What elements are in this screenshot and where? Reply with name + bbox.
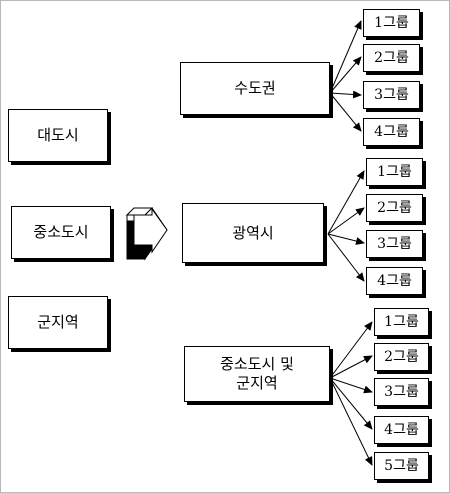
group-box-sudogwon-2: 2그룹	[363, 44, 420, 72]
mid-box-gwangyeoksi: 광역시	[182, 203, 324, 263]
group-label: 3그룹	[377, 236, 412, 252]
group-label: 2그룹	[377, 200, 412, 216]
sudogwon-arrows	[329, 20, 362, 132]
arrow-sudogwon-1	[329, 20, 362, 94]
group-label: 3그룹	[384, 384, 419, 400]
arrow-sudogwon-2	[329, 56, 362, 94]
arrow-sudogwon-4	[329, 92, 362, 132]
group-box-sudogwon-4: 4그룹	[363, 118, 420, 146]
group-label: 3그룹	[374, 87, 409, 103]
group-box-sudogwon-1: 1그룹	[363, 9, 420, 37]
block-arrow-icon	[125, 207, 168, 261]
group-label: 1그룹	[377, 164, 412, 180]
left-box-daedosi: 대도시	[8, 109, 108, 162]
arrow-jungso-4	[329, 377, 373, 430]
arrow-gwangyeoksi-3	[327, 233, 365, 245]
group-box-jungso-3: 3그룹	[374, 378, 429, 406]
group-box-gwangyeoksi-4: 4그룹	[366, 267, 423, 295]
group-label: 1그룹	[374, 15, 409, 31]
mid-box-jungso-gun: 중소도시 및 군지역	[184, 346, 330, 402]
mid-label-gwangyeoksi: 광역시	[232, 223, 274, 242]
arrow-gwangyeoksi-2	[327, 207, 365, 235]
arrow-jungso-5	[329, 377, 373, 466]
arrow-gwangyeoksi-4	[327, 233, 365, 282]
gwangyeoksi-arrows	[327, 170, 365, 282]
arrow-jungso-1	[329, 321, 373, 379]
group-box-sudogwon-3: 3그룹	[363, 81, 420, 109]
arrow-gwangyeoksi-1	[327, 170, 365, 235]
arrow-jungso-3	[329, 377, 373, 394]
group-label: 5그룹	[384, 458, 419, 474]
arrow-sudogwon-3	[329, 90, 362, 99]
left-box-jungsodosi: 중소도시	[11, 206, 111, 259]
group-box-jungso-5: 5그룹	[374, 452, 429, 480]
group-label: 4그룹	[377, 273, 412, 289]
mid-label-sudogwon: 수도권	[234, 79, 276, 97]
group-label: 1그룹	[384, 314, 419, 330]
mid-label-jungso-gun: 중소도시 및 군지역	[220, 355, 294, 392]
group-box-gwangyeoksi-2: 2그룹	[366, 194, 423, 222]
group-label: 2그룹	[384, 349, 419, 365]
group-label: 4그룹	[374, 124, 409, 140]
arrow-jungso-2	[329, 355, 373, 379]
group-box-gwangyeoksi-3: 3그룹	[366, 230, 423, 258]
jungso-arrows	[329, 321, 373, 466]
left-label-daedosi: 대도시	[37, 126, 79, 144]
mid-box-sudogwon: 수도권	[180, 62, 330, 115]
group-label: 2그룹	[374, 50, 409, 66]
group-box-jungso-2: 2그룹	[374, 343, 429, 371]
group-box-jungso-4: 4그룹	[374, 416, 429, 444]
left-label-gunjiyeok: 군지역	[37, 313, 79, 331]
group-label: 4그룹	[384, 422, 419, 438]
group-box-jungso-1: 1그룹	[374, 308, 429, 336]
group-box-gwangyeoksi-1: 1그룹	[366, 158, 423, 186]
left-box-gunjiyeok: 군지역	[8, 296, 108, 349]
left-label-jungsodosi: 중소도시	[33, 223, 89, 241]
